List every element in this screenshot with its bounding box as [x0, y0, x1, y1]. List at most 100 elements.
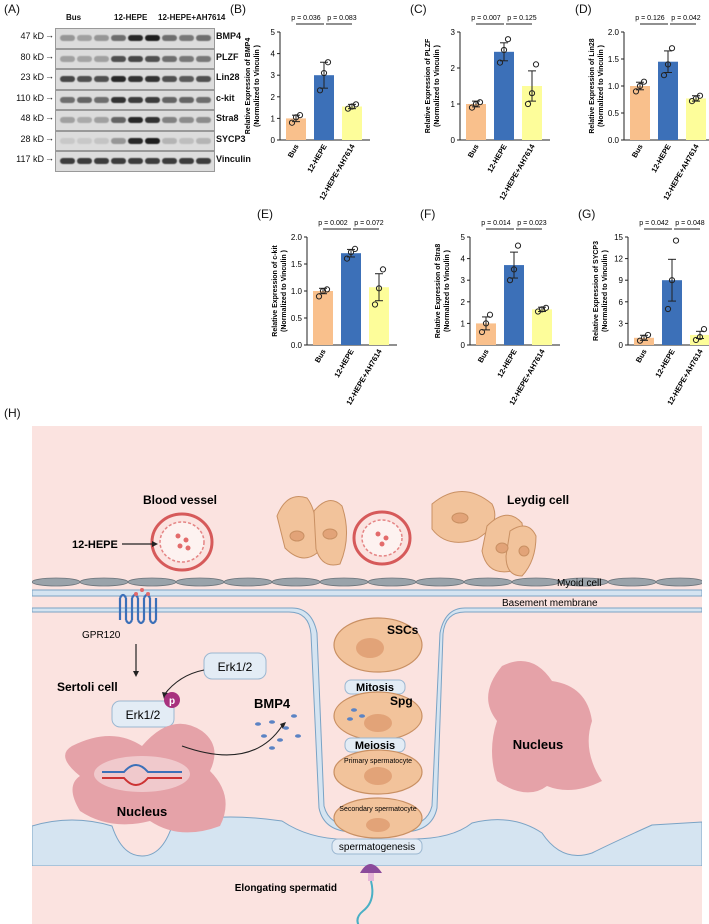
p-value-left: p = 0.042 — [639, 220, 668, 227]
label-spermatogenesis: spermatogenesis — [339, 842, 415, 853]
blot-band — [60, 117, 75, 124]
bar — [476, 323, 496, 345]
label-spg: Spg — [390, 694, 413, 708]
bar — [314, 75, 334, 140]
data-point — [323, 286, 331, 293]
data-point — [478, 328, 486, 336]
elongating-spermatid — [356, 864, 382, 924]
blot-strip — [55, 48, 215, 69]
y-tick-label: 0.5 — [291, 314, 303, 323]
blot-strip — [55, 130, 215, 151]
blot-band — [179, 96, 194, 103]
bar — [466, 104, 486, 140]
y-tick-label: 3 — [451, 28, 456, 37]
blot-band — [145, 76, 160, 83]
y-tick-label: 0 — [271, 136, 276, 145]
blot-band — [94, 35, 109, 42]
spermatogenesis-schematic: Blood vessel 12-HEPE Leydig cell Myoid c… — [32, 426, 702, 924]
label-primary-spermatocyte: Primary spermatocyte — [344, 758, 412, 765]
blot-band — [196, 158, 211, 165]
data-point — [514, 242, 522, 249]
blot-band — [60, 96, 75, 103]
blot-band — [162, 55, 177, 62]
blot-band — [145, 158, 160, 165]
blot-band — [128, 55, 143, 62]
data-point — [316, 87, 324, 94]
label-myoid-cell: Myoid cell — [557, 578, 601, 589]
bar-chart-5: Relative Expression of SYCP3(Normalized … — [593, 220, 709, 405]
data-point — [296, 112, 304, 119]
panel-label-e: (E) — [257, 207, 273, 221]
blot-band — [145, 96, 160, 103]
x-tick-label: Bus — [476, 348, 491, 365]
blot-band — [179, 137, 194, 144]
label-blood-vessel: Blood vessel — [143, 493, 217, 507]
bar-chart-4: Relative Expression of Stra8(Normalized … — [435, 220, 560, 405]
data-point — [636, 337, 644, 344]
blot-band — [128, 158, 143, 165]
panel-label-f: (F) — [420, 207, 436, 221]
data-point — [347, 249, 355, 256]
y-tick-label: 12 — [614, 255, 623, 264]
data-point — [476, 99, 484, 106]
panel-label-c: (C) — [410, 2, 427, 16]
data-point — [320, 69, 328, 77]
x-tick-label: Bus — [634, 348, 649, 365]
p-value-right: p = 0.125 — [507, 15, 536, 22]
leydig-cells-right — [431, 491, 537, 577]
blot-band — [60, 76, 75, 83]
blot-strip — [55, 89, 215, 110]
myoid-cell — [415, 577, 465, 587]
p-value-left: p = 0.126 — [635, 15, 664, 22]
y-tick-label: 0.0 — [291, 341, 303, 350]
blot-band — [111, 35, 126, 42]
y-tick-label: 0.5 — [608, 109, 620, 118]
blot-band — [111, 96, 126, 103]
label-p: p — [169, 696, 175, 707]
data-point — [375, 285, 383, 292]
blot-kd-label: 48 kD — [20, 113, 44, 123]
y-tick-label: 2.0 — [291, 233, 303, 242]
data-point — [532, 61, 540, 68]
bar — [313, 291, 333, 345]
p-value-right: p = 0.048 — [675, 220, 704, 227]
blot-band — [196, 55, 211, 62]
data-point — [538, 306, 546, 313]
erk-box-top — [203, 652, 267, 680]
y-axis-label: Relative Expression of BMP4 — [245, 38, 252, 135]
blood-vessel-middle — [352, 510, 412, 566]
blot-band — [128, 137, 143, 144]
y-axis-label: Relative Expression of c-kit — [272, 245, 279, 337]
blot-band — [128, 76, 143, 83]
x-tick-label: Bus — [286, 143, 301, 160]
bar — [342, 106, 362, 140]
bar — [634, 337, 654, 345]
label-bmp4: BMP4 — [254, 696, 291, 711]
p-value-left: p = 0.014 — [481, 220, 510, 227]
panel-label-b: (B) — [230, 2, 246, 16]
y-axis-label: Relative Expression of Lin28 — [589, 38, 596, 133]
blot-strip — [55, 110, 215, 131]
blot-arrow-icon: → — [45, 71, 54, 81]
myoid-cell — [79, 577, 129, 587]
blot-strip — [55, 69, 215, 90]
blot-band — [179, 158, 194, 165]
y-tick-label: 2 — [271, 93, 276, 102]
y-tick-label: 4 — [461, 255, 466, 264]
blot-band — [94, 117, 109, 124]
blot-band — [94, 76, 109, 83]
blot-band — [111, 117, 126, 124]
myoid-cell — [127, 577, 177, 587]
blot-arrow-icon: → — [45, 30, 54, 40]
blot-kd-label: 28 kD — [20, 133, 44, 144]
label-erk-top: Erk1/2 — [218, 660, 253, 674]
bmp4-molecules — [255, 714, 301, 750]
bar-chart-1: Relative Expression of PLZF(Normalized t… — [425, 15, 550, 200]
bar-chart-0: Relative Expression of BMP4(Normalized t… — [245, 15, 370, 200]
blot-band — [60, 55, 75, 62]
label-sscs: SSCs — [387, 623, 419, 637]
y-tick-label: 5 — [461, 233, 466, 242]
gpr120-receptor — [118, 588, 158, 625]
blot-group-hepe: 12-HEPE — [114, 13, 148, 22]
